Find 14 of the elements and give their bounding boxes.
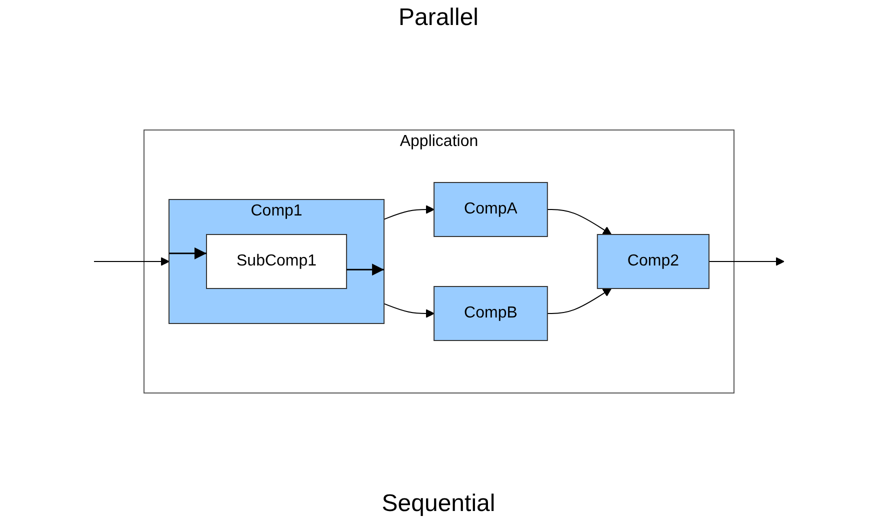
arrow bbox=[383, 302, 434, 318]
arrow bbox=[168, 246, 206, 259]
node-box: CompA bbox=[433, 182, 548, 236]
arrow bbox=[346, 263, 384, 276]
node-box: SubComp1 bbox=[206, 234, 347, 288]
arrow bbox=[383, 204, 434, 220]
arrow bbox=[93, 256, 169, 266]
arrow bbox=[708, 256, 784, 266]
arrow bbox=[546, 288, 612, 314]
node-box: CompB bbox=[433, 286, 548, 340]
brace-label: Parallel bbox=[398, 4, 479, 32]
brace-label: Sequential bbox=[382, 490, 496, 518]
arrow bbox=[546, 208, 612, 234]
node-box: Comp2 bbox=[596, 234, 709, 288]
